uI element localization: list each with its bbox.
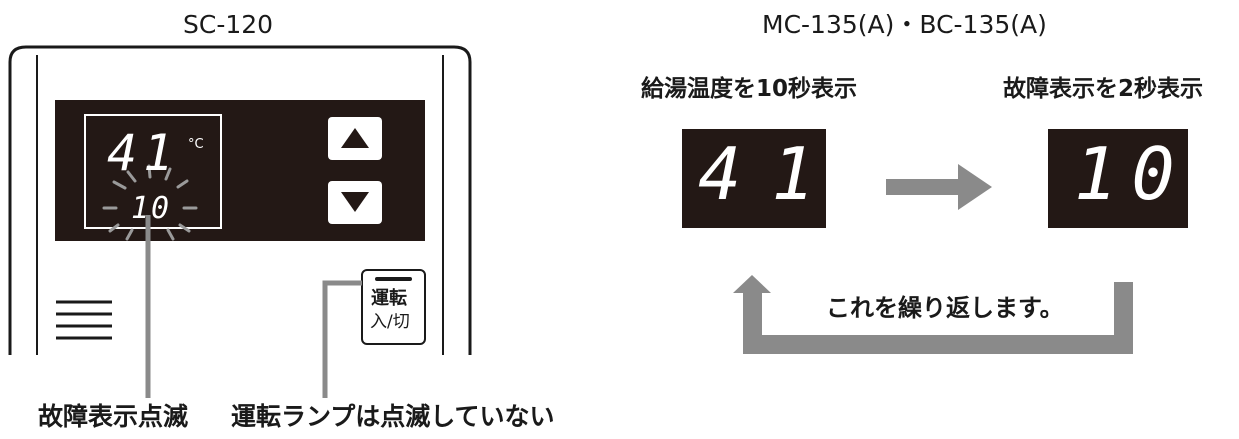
- power-label-line2: 入/切: [370, 312, 410, 332]
- lcd-unit: °C: [188, 137, 204, 152]
- blink-rays: [102, 164, 198, 241]
- display-box-temperature: [682, 129, 826, 228]
- down-arrow-icon: [341, 192, 369, 212]
- right-panel-title: MC-135(A)・BC-135(A): [762, 10, 1047, 39]
- display-box-error: [1048, 129, 1188, 228]
- step2-label: 故障表示を2秒表示: [1003, 76, 1204, 102]
- loop-text: これを繰り返します。: [826, 294, 1064, 322]
- lcd-temperature: 41: [107, 124, 180, 182]
- up-arrow-icon: [341, 128, 369, 148]
- lcd-screen-frame: [84, 114, 222, 229]
- display-temperature-value: 41: [698, 132, 845, 216]
- up-button[interactable]: [328, 117, 382, 160]
- lcd-error-code: 10: [131, 191, 172, 226]
- loop-arrow: [733, 275, 1133, 354]
- display-error-value: 10: [1074, 132, 1189, 216]
- menu-icon[interactable]: [56, 300, 112, 340]
- step1-label: 給湯温度を10秒表示: [641, 76, 858, 102]
- power-button[interactable]: [361, 269, 426, 345]
- power-label-line1: 運転: [371, 288, 407, 309]
- left-panel-title: SC-120: [183, 10, 274, 39]
- down-button[interactable]: [328, 181, 382, 224]
- forward-arrow: [886, 164, 992, 210]
- callout-lamp-status: 運転ランプは点滅していない: [231, 402, 555, 431]
- callout-error-blink: 故障表示点滅: [38, 402, 189, 431]
